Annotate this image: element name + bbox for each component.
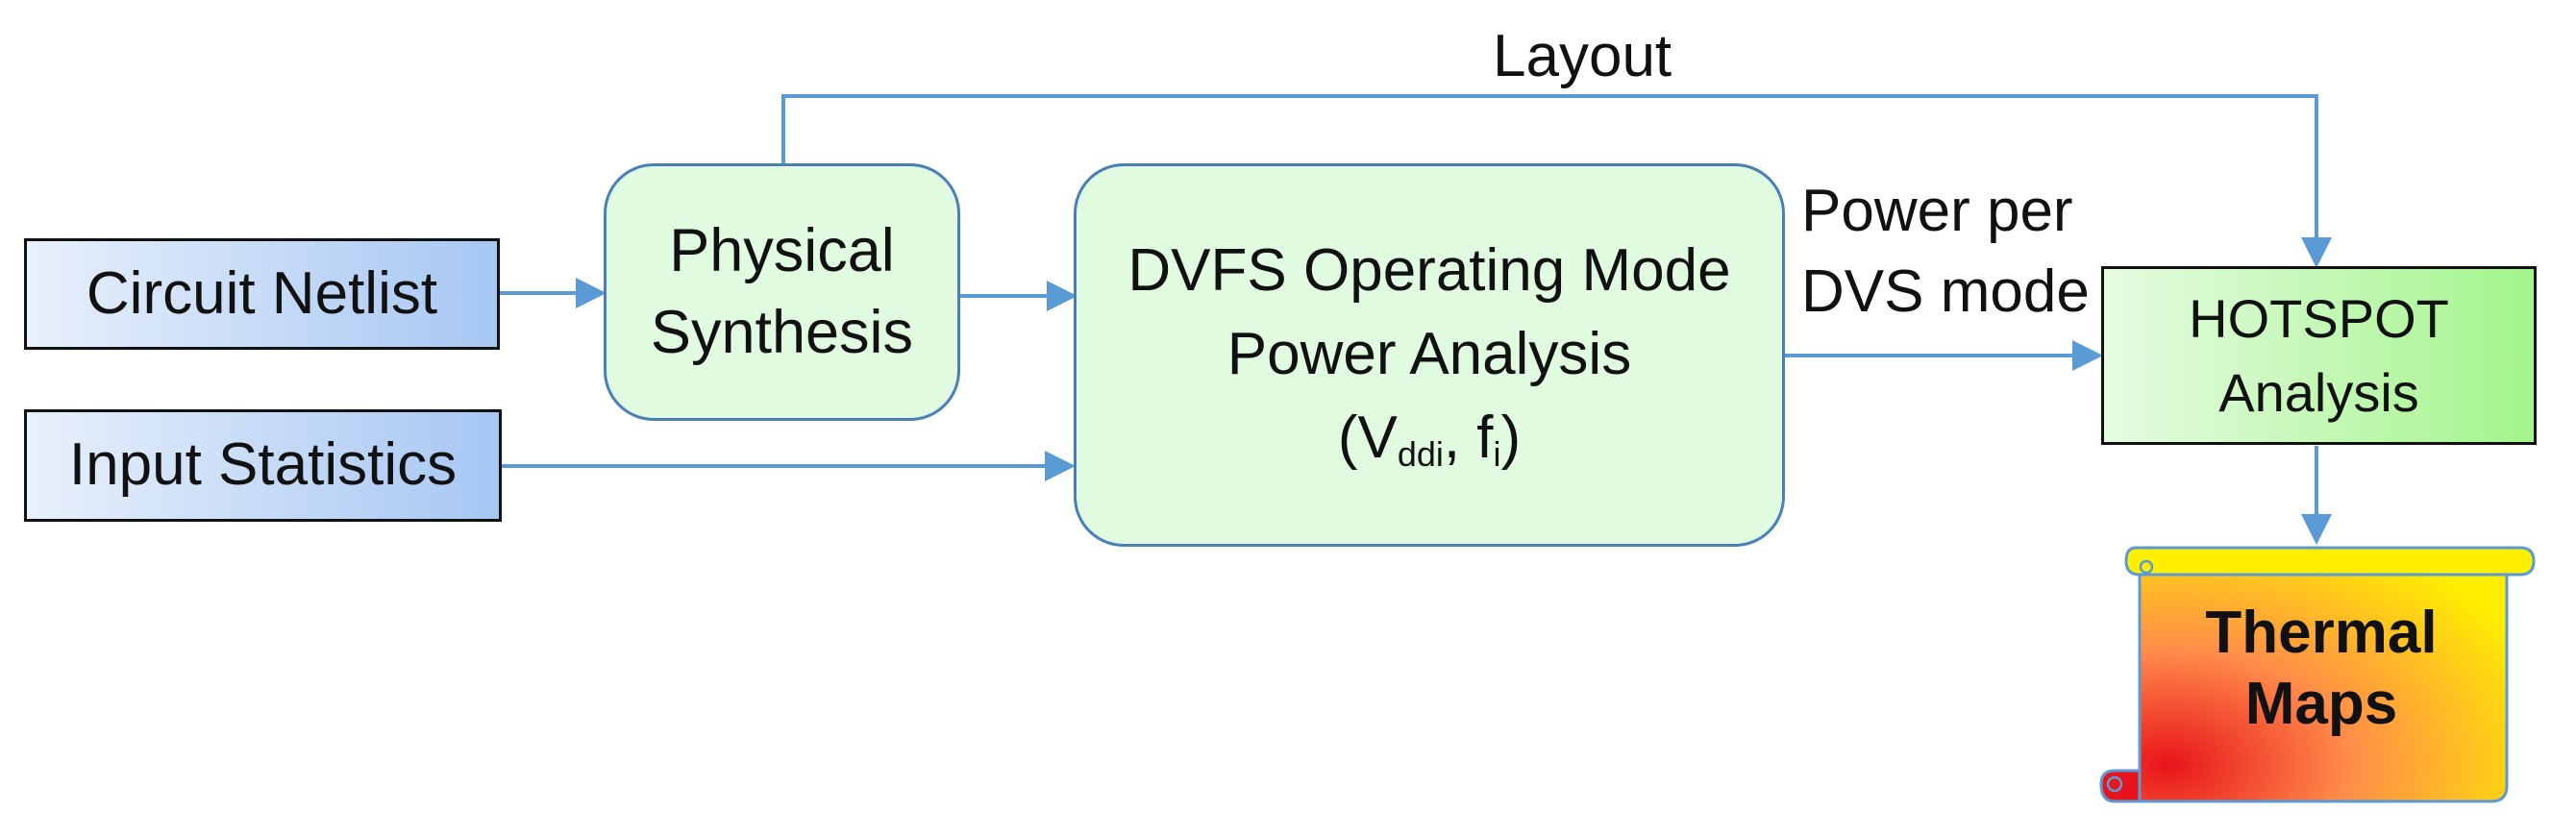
input-statistics-box: Input Statistics: [24, 409, 502, 522]
dvfs-line-3-close: ): [1500, 404, 1522, 471]
circuit-netlist-box: Circuit Netlist: [24, 238, 500, 350]
dvfs-line-3-mid: , f: [1443, 404, 1494, 471]
dvfs-subscript-ddi: ddi: [1397, 433, 1444, 474]
dvfs-power-analysis-box: DVFS Operating Mode Power Analysis (Vddi…: [1074, 163, 1785, 547]
input-statistics-label: Input Statistics: [68, 431, 458, 499]
dvfs-line-3: (Vddi, fi): [1338, 397, 1521, 480]
thermal-maps-line-1: Thermal: [2205, 600, 2438, 666]
dvfs-line-3-open: (V: [1337, 404, 1398, 471]
arrows: [500, 94, 2332, 545]
hotspot-line-1: HOTSPOT: [2189, 287, 2449, 349]
circuit-netlist-label: Circuit Netlist: [86, 259, 438, 327]
arrow-layout-to-hotspot: [781, 94, 2332, 268]
dvfs-subscript-i: i: [1493, 433, 1501, 474]
dvfs-line-1: DVFS Operating Mode: [1127, 237, 1731, 305]
power-per-dvs-mode-label: Power per DVS mode: [1801, 171, 2090, 333]
physical-synthesis-line-2: Synthesis: [650, 299, 914, 366]
hotspot-analysis-box: HOTSPOT Analysis: [2101, 266, 2537, 445]
layout-edge-label: Layout: [1493, 23, 1672, 89]
hotspot-line-2: Analysis: [2218, 362, 2419, 423]
power-per-dvs-line-2: DVS mode: [1801, 258, 2090, 326]
power-per-dvs-line-1: Power per: [1801, 178, 2073, 244]
thermal-maps-label: Thermal Maps: [2139, 598, 2504, 741]
thermal-maps-line-2: Maps: [2244, 671, 2398, 738]
physical-synthesis-line-1: Physical: [669, 216, 895, 284]
dvfs-line-2: Power Analysis: [1226, 321, 1632, 388]
physical-synthesis-box: Physical Synthesis: [604, 163, 960, 421]
thermal-maps-scroll: [2099, 546, 2536, 803]
